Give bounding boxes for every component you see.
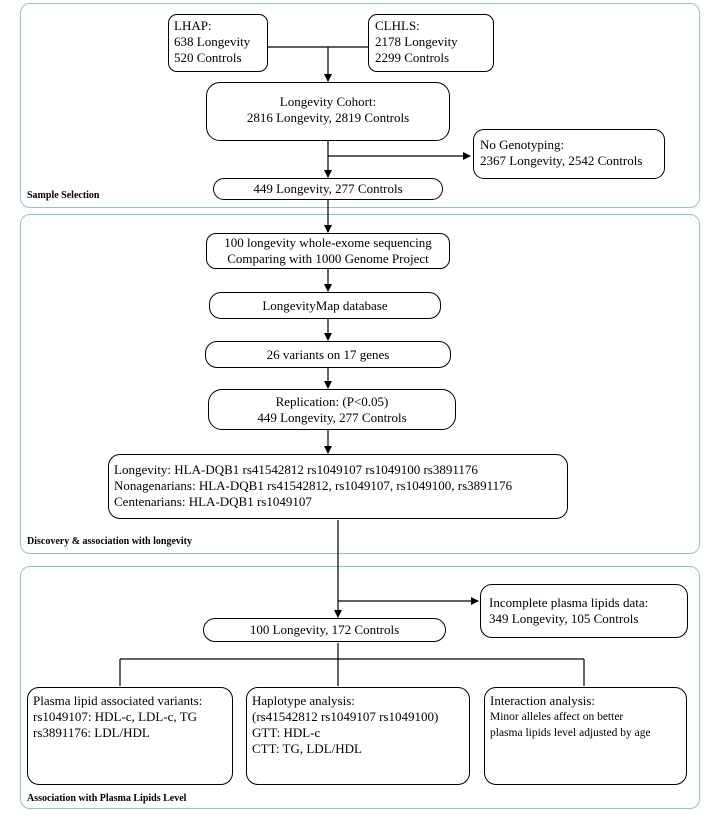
selected-sample-counts: 449 Longevity, 277 Controls (253, 181, 403, 196)
lhap-box: LHAP: 638 Longevity 520 Controls (168, 14, 268, 72)
haplotype-ctt: CTT: TG, LDL/HDL (252, 741, 362, 756)
incomplete-title: Incomplete plasma lipids data: (489, 595, 649, 610)
exome-line-2: Comparing with 1000 Genome Project (227, 251, 429, 266)
sample-selection-label: Sample Selection (27, 190, 100, 201)
incomplete-lipids-box: Incomplete plasma lipids data: 349 Longe… (480, 584, 688, 638)
plasma-lipids-section (20, 566, 700, 809)
replication-box: Replication: (P<0.05) 449 Longevity, 277… (208, 389, 456, 430)
haplotype-title: Haplotype analysis: (252, 693, 355, 708)
hla-longevity: Longevity: HLA-DQB1 rs41542812 rs1049107… (114, 462, 478, 477)
plasma-sample-box: 100 Longevity, 172 Controls (203, 618, 446, 642)
discovery-section (20, 214, 700, 554)
variants-label: 26 variants on 17 genes (266, 347, 390, 362)
replication-title: Replication: (P<0.05) (275, 394, 389, 409)
longevitymap-box: LongevityMap database (209, 292, 441, 319)
lhap-longevity: 638 Longevity (174, 34, 251, 49)
plasma-lipids-label: Association with Plasma Lipids Level (27, 793, 187, 804)
plasma-variants-rs1049107: rs1049107: HDL-c, LDL-c, TG (33, 709, 198, 724)
exome-line-1: 100 longevity whole-exome sequencing (224, 235, 432, 250)
plasma-variants-title: Plasma lipid associated variants: (33, 693, 203, 708)
exome-sequencing-box: 100 longevity whole-exome sequencing Com… (206, 233, 450, 269)
haplotype-snps: (rs41542812 rs1049107 rs1049100) (252, 709, 439, 724)
discovery-label: Discovery & association with longevity (27, 536, 192, 547)
no-genotyping-title: No Genotyping: (480, 137, 565, 152)
haplotype-gtt: GTT: HDL-c (252, 725, 321, 740)
clhls-title: CLHLS: (375, 18, 420, 33)
hla-centenarians: Centenarians: HLA-DQB1 rs1049107 (114, 494, 312, 509)
sample-selection-section (20, 3, 700, 208)
clhls-controls: 2299 Controls (375, 50, 450, 65)
haplotype-analysis-box: Haplotype analysis: (rs41542812 rs104910… (246, 687, 470, 785)
plasma-sample-counts: 100 Longevity, 172 Controls (249, 622, 400, 637)
hla-nonagenarians: Nonagenarians: HLA-DQB1 rs41542812, rs10… (114, 478, 513, 493)
lhap-controls: 520 Controls (174, 50, 242, 65)
cohort-title: Longevity Cohort: (279, 94, 377, 109)
clhls-box: CLHLS: 2178 Longevity 2299 Controls (368, 14, 494, 72)
selected-sample-box: 449 Longevity, 277 Controls (213, 178, 443, 200)
plasma-variants-rs3891176: rs3891176: LDL/HDL (33, 725, 150, 740)
longevity-cohort-box: Longevity Cohort: 2816 Longevity, 2819 C… (206, 82, 450, 141)
interaction-line-2: plasma lipids level adjusted by age (490, 727, 651, 739)
cohort-counts: 2816 Longevity, 2819 Controls (246, 110, 410, 125)
incomplete-counts: 349 Longevity, 105 Controls (489, 611, 639, 626)
interaction-analysis-box: Interaction analysis: Minor alleles affe… (484, 687, 687, 785)
no-genotyping-counts: 2367 Longevity, 2542 Controls (480, 153, 643, 168)
clhls-longevity: 2178 Longevity (375, 34, 458, 49)
replication-counts: 449 Longevity, 277 Controls (257, 410, 407, 425)
interaction-line-1: Minor alleles affect on better (490, 711, 624, 723)
hla-associations-box: Longevity: HLA-DQB1 rs41542812 rs1049107… (108, 454, 568, 519)
no-genotyping-box: No Genotyping: 2367 Longevity, 2542 Cont… (473, 129, 665, 179)
longevitymap-label: LongevityMap database (262, 298, 388, 313)
lhap-title: LHAP: (174, 18, 212, 33)
variants-box: 26 variants on 17 genes (205, 341, 451, 368)
interaction-title: Interaction analysis: (490, 693, 596, 708)
plasma-variants-box: Plasma lipid associated variants: rs1049… (27, 687, 233, 785)
